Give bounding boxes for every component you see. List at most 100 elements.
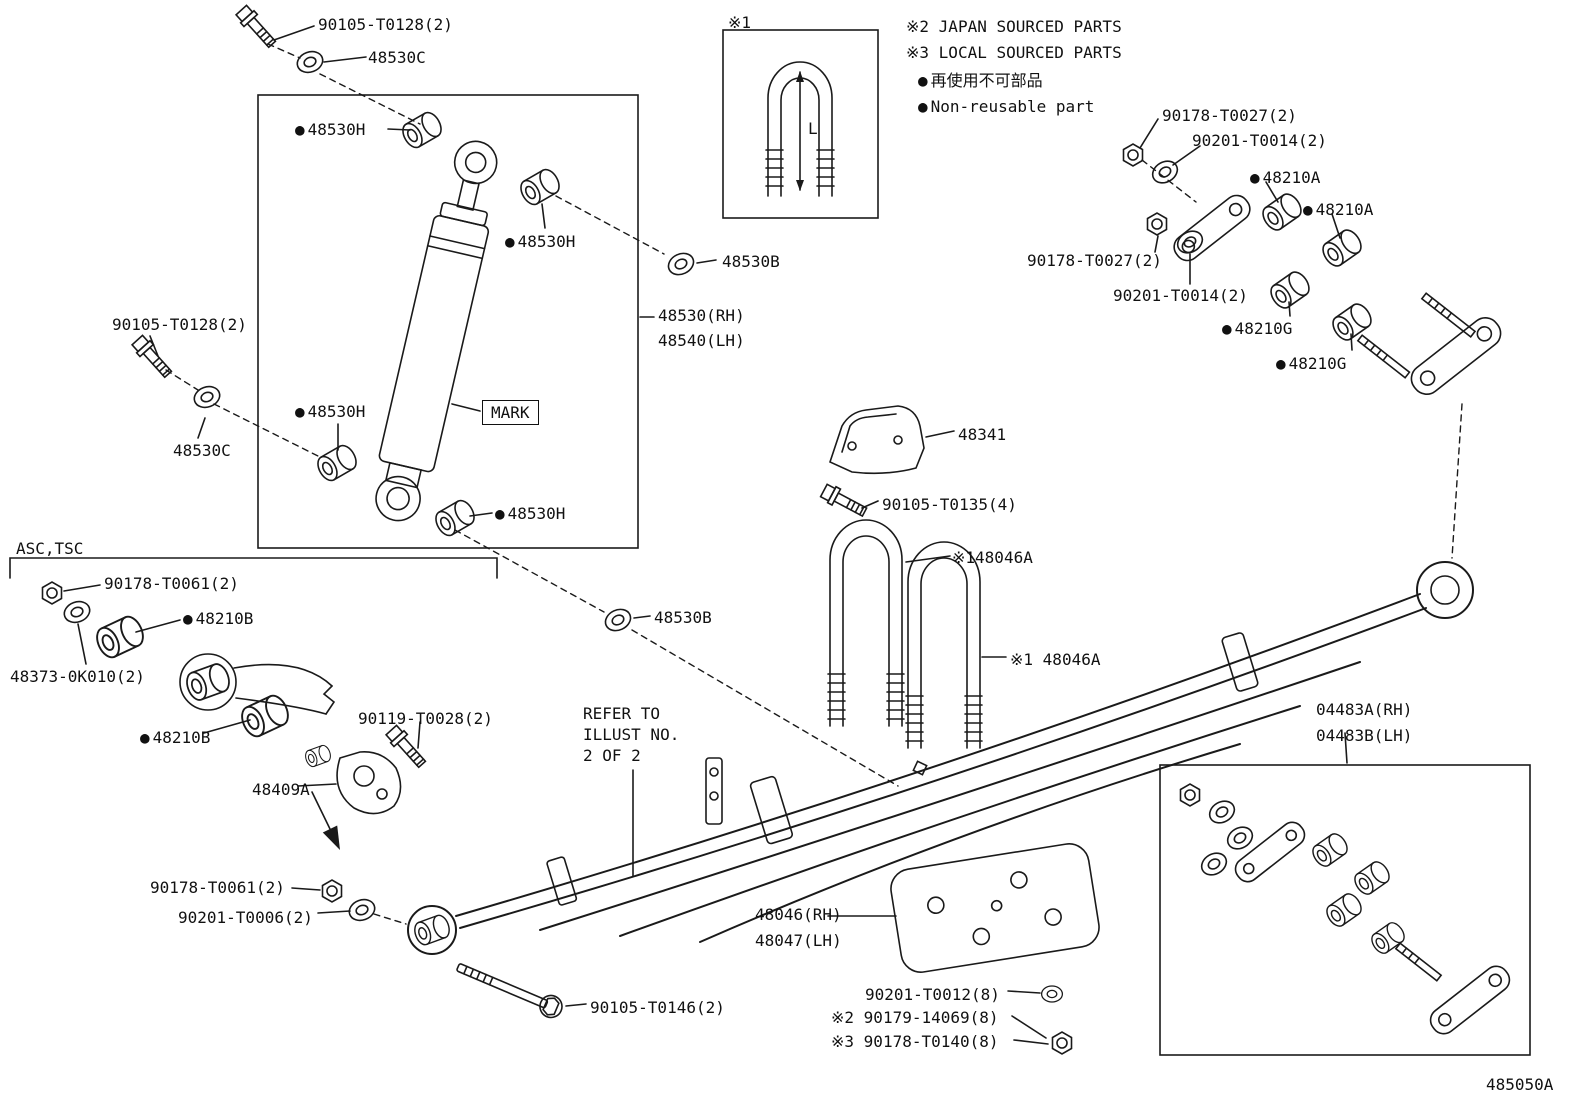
part-label: 48373-0K010(2): [10, 666, 145, 687]
part-label: 90105-T0128(2): [318, 14, 453, 35]
part-label: ●48210B: [183, 608, 253, 629]
part-label: 04483B(LH): [1316, 725, 1412, 746]
part-label: 48540(LH): [658, 330, 745, 351]
non-reusable-icon: ●: [295, 402, 305, 421]
part-label-text: 90201-T0012(8): [865, 985, 1000, 1004]
part-label-text: 90201-T0014(2): [1192, 131, 1327, 150]
part-label-text: 485050A: [1486, 1075, 1554, 1094]
part-label-text: 90105-T0128(2): [112, 315, 247, 334]
part-label: 90178-T0027(2): [1162, 105, 1297, 126]
non-reusable-icon: ●: [918, 71, 928, 90]
shock-box: [257, 94, 639, 549]
spring-front-eye-asc: [179, 653, 336, 715]
refer-note: REFER TO ILLUST NO. 2 OF 2: [583, 703, 679, 766]
part-label-text: 48210G: [1234, 319, 1293, 338]
part-label-text: ※3 90178-T0140(8): [831, 1032, 999, 1051]
part-label-text: 90178-T0027(2): [1162, 106, 1297, 125]
plate-48046: [890, 843, 1100, 973]
part-label-text: 90105-T0146(2): [590, 998, 725, 1017]
part-label-text: Non-reusable part: [930, 97, 1095, 116]
part-label-text: 90105-T0135(4): [882, 495, 1017, 514]
part-label: 04483A(RH): [1316, 699, 1412, 720]
non-reusable-icon: ●: [1303, 200, 1313, 219]
part-label-text: ※1 48046A: [1010, 650, 1101, 669]
part-label-text: 48530B: [654, 608, 712, 627]
part-label: 90119-T0028(2): [358, 708, 493, 729]
part-label-text: 48530H: [307, 402, 366, 421]
part-label-text: 48530B: [722, 252, 780, 271]
part-label: 90105-T0135(4): [882, 494, 1017, 515]
part-label-text: ※3 LOCAL SOURCED PARTS: [906, 43, 1122, 62]
legend-japan-sourced: ※2 JAPAN SOURCED PARTS: [906, 16, 1122, 37]
non-reusable-icon: ●: [495, 504, 505, 523]
part-label: 48530B: [654, 607, 712, 628]
part-label-text: ※2 JAPAN SOURCED PARTS: [906, 17, 1122, 36]
shackle-kit: [1179, 783, 1511, 1035]
part-label: 48530B: [722, 251, 780, 272]
shock-absorber: [375, 140, 498, 522]
part-label-text: 90105-T0128(2): [318, 15, 453, 34]
part-label: 90105-T0128(2): [112, 314, 247, 335]
part-label-text: 48210G: [1288, 354, 1347, 373]
dimension-label: L: [808, 118, 818, 139]
legend-non-reusable-jp: ●再使用不可部品: [918, 70, 1043, 91]
part-label-text: 48540(LH): [658, 331, 745, 350]
part-label-text: 48530H: [507, 504, 566, 523]
part-label-text: ※148046A: [952, 548, 1033, 567]
part-label-text: 90119-T0028(2): [358, 709, 493, 728]
inset-box-label: ※1: [728, 12, 751, 33]
part-label-text: MARK: [491, 403, 530, 422]
part-label: ※3 90178-T0140(8): [831, 1031, 999, 1052]
part-label-text: 再使用不可部品: [930, 71, 1043, 90]
part-label: 48047(LH): [755, 930, 842, 951]
part-label-text: 90178-T0061(2): [150, 878, 285, 897]
part-label-text: ASC,TSC: [16, 539, 84, 558]
bracket-48409A: [302, 743, 402, 815]
part-label-text: 48409A: [252, 780, 310, 799]
leader-lines: [63, 25, 1353, 1045]
part-label-text: 48530C: [368, 48, 426, 67]
part-label: ●48210G: [1276, 353, 1346, 374]
part-label-text: 48047(LH): [755, 931, 842, 950]
part-label: 90178-T0027(2): [1027, 250, 1162, 271]
part-label-text: L: [808, 119, 818, 138]
part-label: ●48530H: [295, 401, 365, 422]
direction-arrow-icon: [311, 791, 340, 850]
part-label: ●48210G: [1222, 318, 1292, 339]
part-label-text: 48046(RH): [755, 905, 842, 924]
ubolt-inset: [765, 61, 835, 197]
part-label-text: 90178-T0061(2): [104, 574, 239, 593]
part-label: 90201-T0006(2): [178, 907, 313, 928]
part-label: 48409A: [252, 779, 310, 800]
non-reusable-icon: ●: [505, 232, 515, 251]
non-reusable-icon: ●: [295, 120, 305, 139]
assembly-dashed-lines: [165, 43, 1463, 925]
part-label: ※2 90179-14069(8): [831, 1007, 999, 1028]
part-label: 90201-T0014(2): [1113, 285, 1248, 306]
part-label-text: 48210A: [1262, 168, 1321, 187]
drawing-number: 485050A: [1486, 1074, 1553, 1095]
part-label-text: 48530H: [517, 232, 576, 251]
asc-tsc-bracket: [9, 557, 498, 579]
bolt-90105-T0146: [456, 963, 563, 1019]
part-label: ●48530H: [505, 231, 575, 252]
non-reusable-icon: ●: [1276, 354, 1286, 373]
part-label: 48530(RH): [658, 305, 745, 326]
part-label: ●48210A: [1250, 167, 1320, 188]
part-label: 90105-T0146(2): [590, 997, 725, 1018]
part-label: ●48210B: [140, 727, 210, 748]
shackle-kit-box: [1159, 764, 1531, 1056]
part-label: 90178-T0061(2): [150, 877, 285, 898]
non-reusable-icon: ●: [140, 728, 150, 747]
legend-non-reusable-en: ●Non-reusable part: [918, 96, 1094, 117]
part-label: MARK: [482, 400, 539, 425]
part-label: ASC,TSC: [16, 538, 83, 559]
non-reusable-icon: ●: [1222, 319, 1232, 338]
part-label-text: 48210B: [152, 728, 211, 747]
part-label-text: 90178-T0027(2): [1027, 251, 1162, 270]
non-reusable-icon: ●: [918, 97, 928, 116]
part-label: ●48530H: [495, 503, 565, 524]
part-label-text: 48373-0K010(2): [10, 667, 145, 686]
